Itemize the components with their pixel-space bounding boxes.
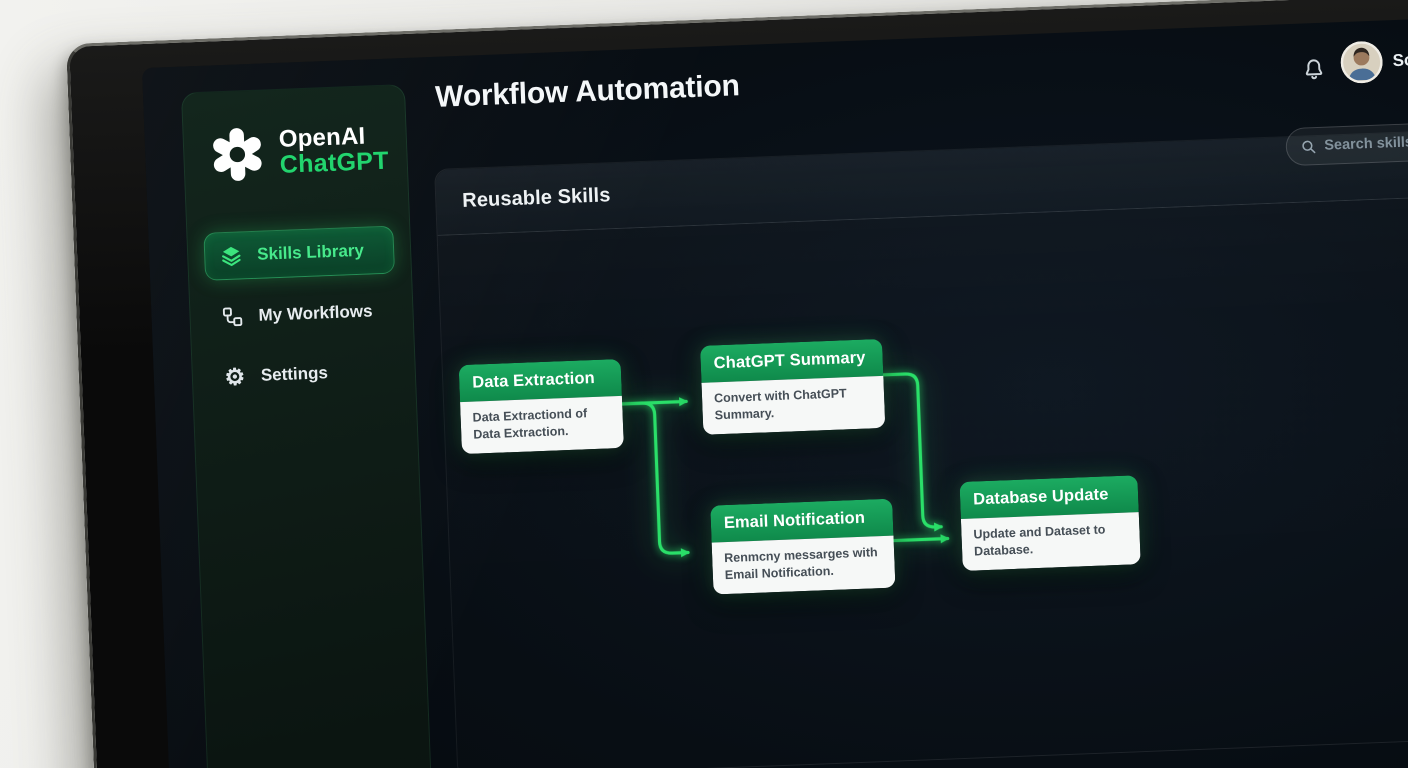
sidebar-item-label: Skills Library xyxy=(256,240,365,264)
sidebar-item-label: My Workflows xyxy=(258,301,373,325)
sidebar-item-skills-library[interactable]: Skills Library xyxy=(203,225,396,281)
page-title: Workflow Automation xyxy=(434,69,741,114)
reusable-skills-panel: Reusable Skills xyxy=(434,120,1408,768)
layers-icon xyxy=(219,243,244,268)
skill-node-database-update[interactable]: Database Update Update and Dataset to Da… xyxy=(959,475,1141,571)
skill-node-email-notification[interactable]: Email Notification Renmcny messarges wit… xyxy=(710,498,896,595)
user-name: Som xyxy=(1392,49,1408,71)
skill-node-title: Data Extraction xyxy=(458,358,622,403)
brand-name-line2: ChatGPT xyxy=(279,146,390,179)
workflow-icon xyxy=(220,304,245,329)
flow-canvas[interactable]: Data Extraction Data Extractiond of Data… xyxy=(438,188,1408,768)
sidebar-nav: Skills Library My Workflows xyxy=(187,225,416,415)
screen: OpenAI ChatGPT Skills Librar xyxy=(141,5,1408,768)
avatar[interactable] xyxy=(1340,40,1384,84)
sidebar-item-my-workflows[interactable]: My Workflows xyxy=(206,288,398,341)
bell-icon[interactable] xyxy=(1300,57,1327,84)
skill-node-description: Data Extractiond of Data Extraction. xyxy=(460,395,624,454)
search-box[interactable] xyxy=(1285,116,1408,167)
skill-node-description: Convert with ChatGPT Summary. xyxy=(701,375,886,435)
openai-flower-icon xyxy=(213,128,262,181)
connector-email-database xyxy=(892,534,950,544)
gear-icon: ⚙ xyxy=(224,362,246,390)
search-icon xyxy=(1302,140,1316,153)
panel-title: Reusable Skills xyxy=(461,184,611,212)
sidebar-item-label: Settings xyxy=(260,363,329,385)
connector-extraction-summary xyxy=(620,397,689,407)
skill-node-chatgpt-summary[interactable]: ChatGPT Summary Convert with ChatGPT Sum… xyxy=(700,338,886,435)
connector-extraction-email xyxy=(620,401,690,558)
skill-node-description: Renmcny messarges with Email Notificatio… xyxy=(711,535,896,595)
monitor-bezel: OpenAI ChatGPT Skills Librar xyxy=(66,0,1408,768)
brand: OpenAI ChatGPT xyxy=(207,119,407,185)
sidebar-item-settings[interactable]: ⚙ Settings xyxy=(208,347,400,400)
skill-node-data-extraction[interactable]: Data Extraction Data Extractiond of Data… xyxy=(458,358,624,454)
sidebar: OpenAI ChatGPT Skills Librar xyxy=(180,84,444,768)
skill-node-description: Update and Dataset to Database. xyxy=(960,512,1141,571)
flow-connectors xyxy=(620,372,950,558)
